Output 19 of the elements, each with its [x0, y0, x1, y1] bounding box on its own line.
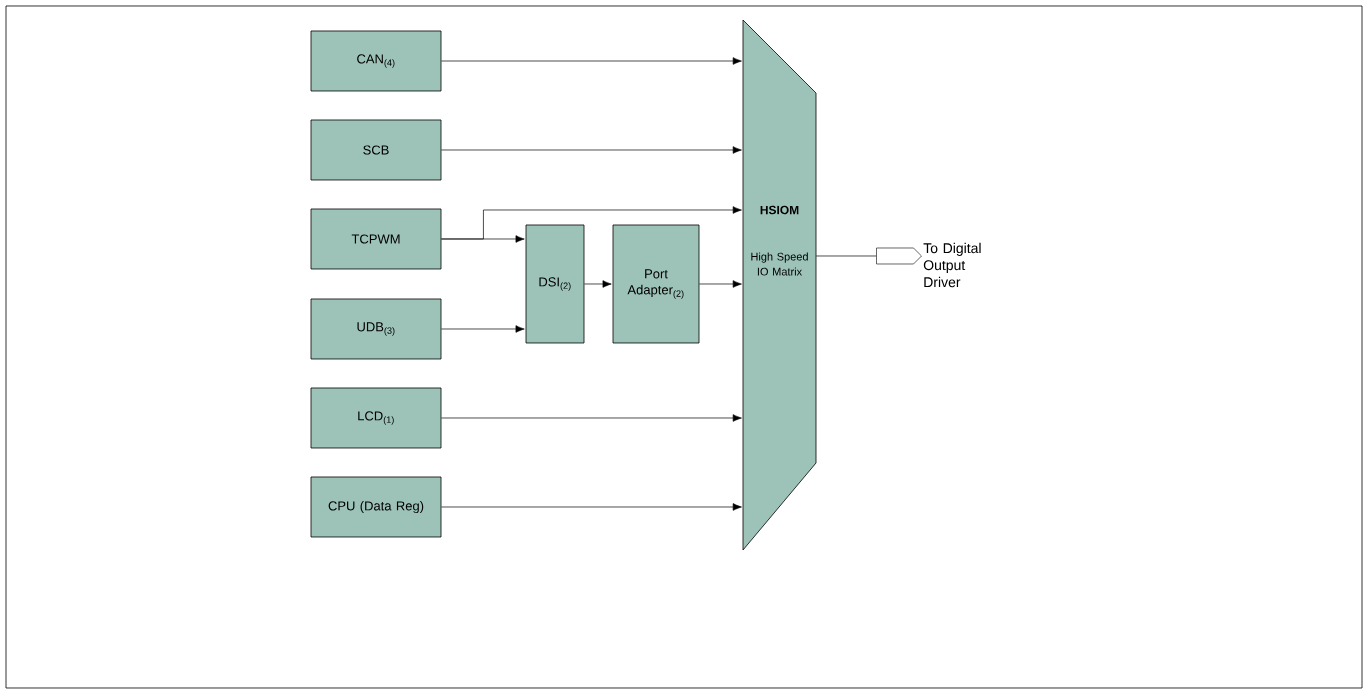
block-box: SCB — [310, 119, 442, 181]
block-box: TCPWM — [310, 208, 442, 270]
arrow — [441, 503, 742, 511]
block-box: DSI$_{(2)}$ — [525, 224, 585, 344]
arrow — [441, 414, 742, 422]
arrow — [441, 235, 525, 243]
arrow — [441, 57, 742, 65]
block-box: CPU (Data Reg) — [310, 476, 442, 538]
arrow — [441, 325, 525, 333]
multiplexer-trapezoid: HSIOM High Speed IO Matrix — [742, 19, 817, 551]
arrow — [584, 280, 612, 288]
block-box: LCD$_{(1)}$ — [310, 387, 442, 449]
block-box: UDB$_{(3)}$ — [310, 298, 442, 360]
block-box: CAN$_{(4)}$ — [310, 30, 442, 92]
arrow — [699, 280, 742, 288]
output-label: To Digital Output Driver — [923, 242, 981, 288]
arrow — [441, 146, 742, 154]
block-box: Port Adapter$_{(2)}$ — [612, 224, 700, 344]
off-page-connector — [876, 247, 922, 265]
